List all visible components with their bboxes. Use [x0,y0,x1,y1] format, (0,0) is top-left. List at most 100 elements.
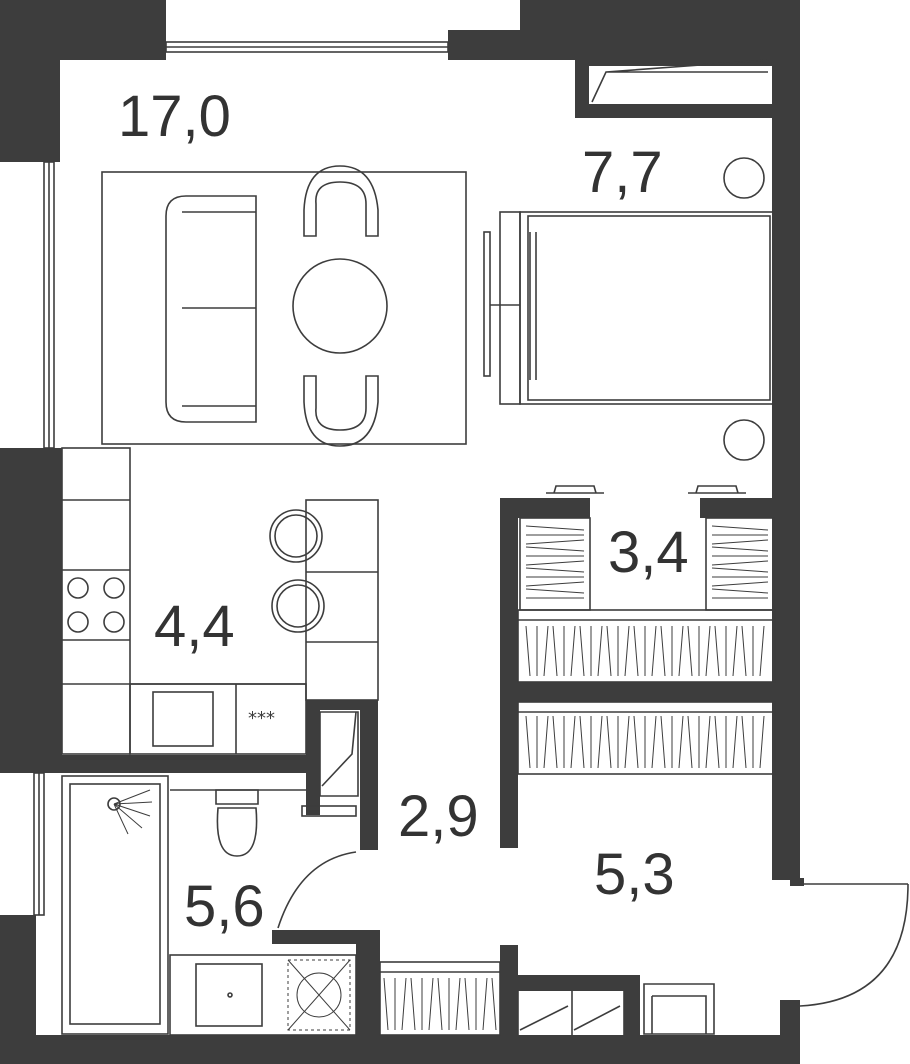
chair-bottom-icon [303,375,379,447]
wardrobe-right-unit [705,517,775,611]
hanger [401,977,407,1031]
hanger [482,977,488,1031]
bar-counter [305,499,379,701]
rail-lower [517,701,776,775]
pouf-icon [643,983,715,1035]
hanger [410,977,416,1031]
hanger [597,715,603,769]
hanger [711,525,769,531]
shaft-icon [319,711,359,797]
area-label-living: 17,0 [118,84,231,149]
hanger [687,715,693,769]
washbasin-icon [195,963,263,1027]
windows [33,41,449,916]
rug [101,171,467,445]
wall-shaft-right [360,700,378,850]
hanger [633,715,639,769]
hanger [711,567,769,573]
shoe-rack-icon [517,991,625,1035]
hanger [525,539,585,545]
hall-closet [379,961,501,1036]
hanger [651,715,657,769]
hanger [633,625,639,677]
hanger [732,715,738,769]
wall-niche-bottom [575,104,775,118]
walls [0,0,800,1064]
bedroom-furniture [483,59,775,461]
hanger [525,560,585,566]
wardrobe-left-unit [519,517,591,611]
hanger [711,588,769,594]
area-label-kitchen: 4,4 [154,594,235,659]
stove-icon [67,577,125,633]
hanger [759,715,765,769]
hanger [525,625,531,677]
vanity [169,954,357,1036]
hanger [525,715,531,769]
hanger [714,625,720,677]
entrance-door-swing [799,883,909,1007]
floor-drain [301,805,357,817]
oven-mark: *** [248,708,275,729]
wardrobe-furniture [517,485,776,775]
hanger [525,525,585,531]
hanger [552,715,558,769]
hanger [711,560,769,566]
wall-entrance-bottom-stub [500,945,518,1064]
wall-kitchen-bath [36,755,308,773]
pillows [529,232,537,380]
wall-niche-left [575,56,589,118]
hanger [525,588,585,594]
lamp-right-icon [688,485,746,494]
counter-bottom [129,683,307,755]
wall-bottom [0,1035,800,1064]
bathroom-door-swing [277,851,357,929]
wall-right [772,0,800,880]
hanger [606,715,612,769]
hanger [714,715,720,769]
washing-machine-icon [287,959,351,1031]
hanger [660,625,666,677]
rail-lower-hangers [525,715,765,769]
wall-wardrobe-top-right [700,498,775,518]
hanger [428,977,434,1031]
headboard [499,211,521,405]
area-label-bathroom: 5,6 [184,874,265,939]
wall-left-top [0,0,60,162]
closet-niche-icon [591,59,769,103]
hanger [491,977,497,1031]
hanger [455,977,461,1031]
bar-stool-bottom-icon [271,579,325,633]
hanger [711,539,769,545]
hanger [579,625,585,677]
hanger [525,567,585,573]
kitchen-furniture: *** [61,447,379,797]
hanger [741,715,747,769]
hanger [525,581,585,587]
hanger [759,625,765,677]
hanger [437,977,443,1031]
area-labels: 17,0 7,7 4,4 3,4 2,9 5,6 5,3 [118,84,689,939]
entrance-furniture [379,878,909,1036]
wall-shaft-left [306,700,320,815]
living-furniture [101,165,467,447]
hangers-left [525,525,585,599]
hanger [543,625,549,677]
hanger [543,715,549,769]
hanger [732,625,738,677]
area-label-entrance: 5,3 [594,842,675,907]
counter-left [61,447,131,755]
wall-entrance-right-jamb [775,850,800,880]
wall-bottom-right [780,1000,800,1064]
rail-upper [517,609,776,683]
bathtub-icon [61,775,169,1035]
hanger [606,625,612,677]
wall-wardrobe-top-left [500,498,590,518]
wall-shaft-top [306,700,378,710]
chair-top-icon [303,165,379,237]
hangers-right [711,525,769,599]
tv-icon [483,231,491,377]
hanger [597,625,603,677]
hanger [579,715,585,769]
